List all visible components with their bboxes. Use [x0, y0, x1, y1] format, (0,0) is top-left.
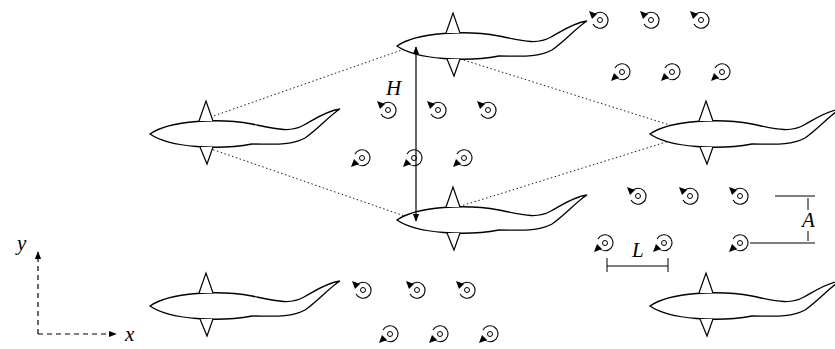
vortex-street: [589, 11, 730, 81]
spacing-arrow: [415, 47, 416, 221]
vortex-street: [352, 281, 498, 343]
dimension-label: A: [800, 210, 817, 231]
vortex-street: [351, 101, 496, 167]
fish: [150, 101, 340, 164]
fish: [650, 273, 835, 336]
dimension-label: L: [630, 240, 646, 261]
fish: [150, 273, 340, 336]
axis-label: x: [123, 324, 136, 345]
fish: [397, 187, 587, 250]
axis-arrow: [37, 252, 38, 334]
axis-arrow: [38, 333, 116, 334]
fish: [397, 13, 587, 76]
axis-label: y: [15, 233, 28, 254]
vortex-street: [594, 187, 748, 252]
fish: [650, 101, 835, 164]
dimension-label: H: [384, 78, 403, 99]
